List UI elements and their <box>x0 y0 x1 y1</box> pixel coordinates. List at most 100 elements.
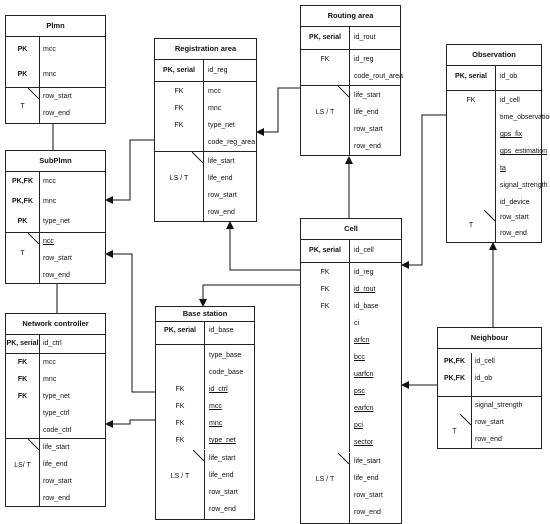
entity-network-controller: Network controller PK, serial id_ctrl FK… <box>5 313 106 507</box>
temporal-key-label: LS / T <box>315 476 335 483</box>
field-name: row_start <box>354 126 383 133</box>
entity-neighbour: Neighbour PK,FK id_cell PK,FK id_ob T si… <box>437 327 542 449</box>
field-name: id_rout <box>354 34 376 41</box>
entity-title: Network controller <box>6 314 105 335</box>
key-label: PK, serial <box>6 340 39 347</box>
field-name: pci <box>354 422 363 429</box>
table-row: row_end <box>155 204 256 221</box>
table-row: row_start <box>156 484 254 501</box>
entity-base-station: Base station PK, serial id_base type_bas… <box>155 306 255 520</box>
table-row: PK, serial id_ob <box>447 66 541 90</box>
temporal-note-icon <box>28 233 39 244</box>
field-name: signal_strength <box>500 182 548 189</box>
field-name: id_rout <box>354 286 376 293</box>
table-row: row_start <box>438 414 541 431</box>
key-label: PK <box>17 218 28 225</box>
entity-cell: Cell PK, serial id_cell FK id_reg FK id_… <box>300 218 402 524</box>
table-row: FK id_ctrl <box>156 381 254 398</box>
table-row: row_end <box>6 267 105 284</box>
table-row: PK, serial id_rout <box>301 27 400 49</box>
field-name: code_ctrl <box>43 427 72 434</box>
rel-regarea-to-subplmn <box>105 139 154 204</box>
field-name: life_end <box>354 475 379 482</box>
table-row: bcc <box>301 349 401 366</box>
table-row: FK type_net <box>155 117 256 134</box>
field-name: type_net <box>208 122 235 129</box>
entity-plmn: Plmn PK mcc PK mnc T row_start row_end <box>5 15 106 124</box>
field-name: row_start <box>43 478 72 485</box>
field-name: row_end <box>354 509 381 516</box>
field-name: row_start <box>43 255 72 262</box>
key-label: PK,FK <box>444 375 465 382</box>
key-label: PK, serial <box>309 247 341 254</box>
table-row: FK id_base <box>301 298 401 315</box>
table-row: PK,FK mcc <box>6 172 105 192</box>
field-name: id_reg <box>354 56 374 63</box>
table-row: FK mcc <box>155 83 256 100</box>
field-name: row_start <box>209 489 238 496</box>
key-label: PK,FK <box>12 178 33 185</box>
field-name: code_base <box>209 369 244 376</box>
key-label: FK <box>466 97 476 104</box>
table-row: signal_strength <box>447 177 547 194</box>
table-row: signal_strength <box>438 397 541 414</box>
field-name: row_end <box>209 506 236 513</box>
rel-basestation-to-netctrl <box>105 419 155 428</box>
field-name: row_start <box>43 93 72 100</box>
table-row: row_end <box>6 490 105 507</box>
key-label: FK <box>320 303 330 310</box>
table-row: life_start <box>301 453 401 470</box>
field-name: signal_strength <box>475 402 523 409</box>
table-row: gps_fix <box>447 126 541 143</box>
field-name: row_end <box>43 110 70 117</box>
table-row: PK, serial id_base <box>156 322 254 340</box>
table-row: life_end <box>6 456 105 473</box>
field-name: id_base <box>209 327 234 334</box>
entity-observation: Observation PK, serial id_ob FK id_cell … <box>446 44 550 243</box>
entity-title: Registration area <box>155 39 256 60</box>
table-row: row_end <box>447 226 541 242</box>
field-name: ncc <box>43 238 54 245</box>
key-label: PK,FK <box>12 198 33 205</box>
table-row: earfcn <box>301 400 401 417</box>
field-name: mcc <box>43 178 56 185</box>
field-name: row_end <box>475 436 502 443</box>
field-name: row_end <box>43 272 70 279</box>
temporal-note-icon <box>193 450 204 461</box>
field-name: gps_estimation <box>500 148 548 155</box>
key-label: FK <box>175 437 185 444</box>
field-name: mcc <box>209 403 222 410</box>
temporal-key-label: LS / T <box>315 109 335 116</box>
entity-title: Base station <box>156 307 254 322</box>
rel-cell-to-basestation <box>199 284 300 307</box>
key-label: FK <box>174 105 184 112</box>
field-name: life_end <box>354 109 379 116</box>
field-name: id_ctrl <box>209 386 228 393</box>
field-name: type_ctrl <box>43 410 70 417</box>
key-label: FK <box>320 269 330 276</box>
key-label: FK <box>320 286 330 293</box>
table-row: code_base <box>156 364 254 381</box>
table-row: FK mcc <box>6 354 105 371</box>
entity-routing-area: Routing area PK, serial id_rout FK id_re… <box>300 5 403 156</box>
field-name: mnc <box>209 420 223 427</box>
table-row: arfcn <box>301 332 401 349</box>
key-label: FK <box>175 403 185 410</box>
key-label: FK <box>17 376 28 383</box>
field-name: ta <box>500 165 506 172</box>
temporal-key-label: T <box>20 250 25 257</box>
field-name: life_start <box>208 158 235 165</box>
table-row: row_end <box>6 105 105 122</box>
field-name: id_device <box>500 199 530 206</box>
field-name: life_start <box>354 458 381 465</box>
field-name: id_cell <box>354 247 374 254</box>
table-row: row_start <box>6 88 105 105</box>
key-label: PK, serial <box>309 34 341 41</box>
field-name: life_end <box>209 472 234 479</box>
entity-title: Routing area <box>301 6 400 27</box>
table-row: PK, serial id_reg <box>155 60 256 81</box>
entity-title: Observation <box>447 45 541 66</box>
field-name: row_start <box>208 192 237 199</box>
table-row: row_start <box>301 487 401 504</box>
entity-title: SubPlmn <box>6 151 105 172</box>
